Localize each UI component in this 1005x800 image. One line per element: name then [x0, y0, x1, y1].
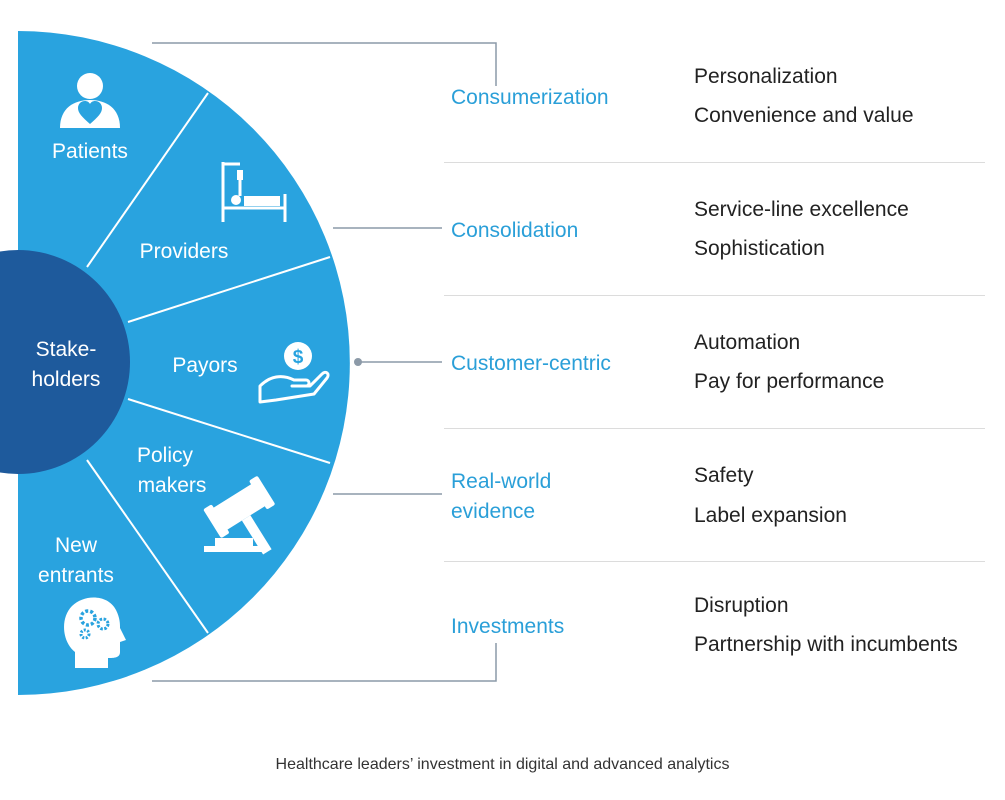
center-circle — [0, 250, 130, 474]
segment-label-new-entrants: entrants — [38, 564, 114, 587]
patient-heart-icon — [60, 73, 120, 128]
detail-item: Safety — [694, 464, 754, 487]
detail-item: Service-line excellence — [694, 198, 909, 221]
detail-item: Disruption — [694, 594, 789, 617]
row-divider — [444, 561, 985, 562]
detail-item: Personalization — [694, 65, 838, 88]
segment-label-policy-makers: Policy — [137, 444, 194, 467]
detail-item: Label expansion — [694, 504, 847, 527]
center-label: holders — [32, 368, 101, 391]
svg-text:$: $ — [293, 347, 304, 368]
trend-consumerization: Consumerization — [451, 86, 609, 109]
connector-dot — [354, 358, 362, 366]
hand-dollar-icon: $ — [258, 342, 330, 404]
segment-label-providers: Providers — [140, 240, 229, 263]
row-divider — [444, 162, 985, 163]
hospital-bed-icon — [221, 162, 287, 222]
segment-divider — [127, 398, 331, 464]
detail-item: Convenience and value — [694, 104, 914, 127]
connector-investments — [152, 643, 497, 682]
trend-customer-centric: Customer-centric — [451, 352, 611, 375]
row-divider — [444, 428, 985, 429]
detail-item: Sophistication — [694, 237, 825, 260]
connector-consumerization — [152, 42, 497, 86]
segment-label-payors: Payors — [172, 354, 237, 377]
trend-real-world-evidence: Real-world evidence — [451, 470, 552, 523]
row-divider — [444, 295, 985, 296]
segment-divider — [86, 92, 209, 268]
detail-item: Automation — [694, 331, 801, 354]
head-gears-icon — [64, 597, 126, 668]
caption: Healthcare leaders’ investment in digita… — [275, 756, 730, 773]
segment-divider — [127, 256, 331, 323]
trend-consolidation: Consolidation — [451, 219, 579, 242]
trend-investments: Investments — [451, 615, 565, 638]
center-label: Stake- — [36, 338, 97, 361]
segment-label-patients: Patients — [52, 140, 128, 163]
detail-item: Pay for performance — [694, 370, 885, 393]
gavel-icon — [203, 476, 275, 555]
segment-label-new-entrants: New — [55, 534, 98, 557]
segment-divider — [86, 459, 209, 634]
detail-item: Partnership with incumbents — [694, 633, 958, 656]
segment-label-policy-makers: makers — [138, 474, 207, 497]
